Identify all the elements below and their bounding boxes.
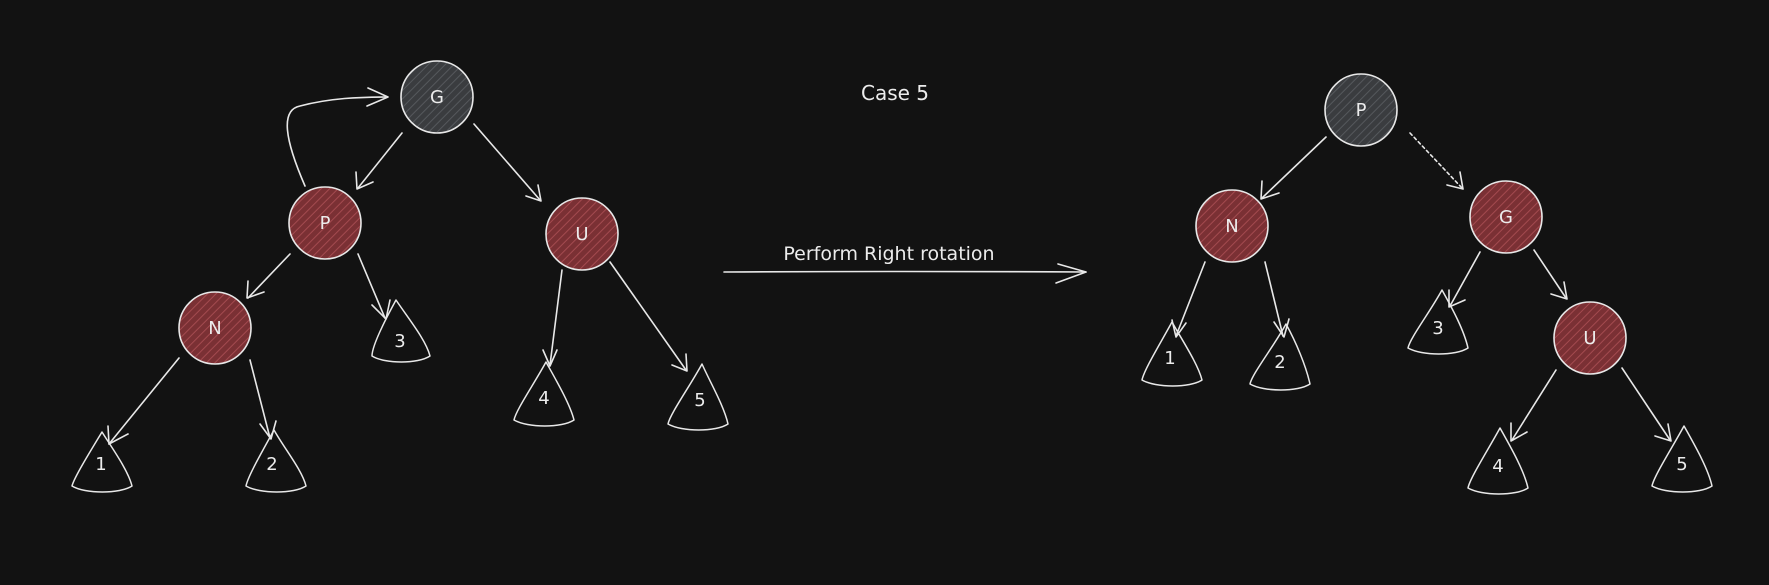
subtree-1-before: 1 <box>71 431 133 493</box>
subtree-5-after-label: 5 <box>1676 454 1687 475</box>
edge-n-t1 <box>108 357 180 445</box>
rotation-caption: Perform Right rotation <box>783 243 994 265</box>
node-u-after: U <box>1553 301 1627 375</box>
edge-n-t2-after <box>1264 261 1284 337</box>
edge-u-t4-after <box>1511 369 1557 441</box>
edge-p-n-arrowhead <box>246 280 265 299</box>
subtree-2-before: 2 <box>245 429 307 493</box>
edge-g-p-arrowhead <box>355 171 374 190</box>
node-g-before: G <box>400 60 474 134</box>
edge-p-n <box>247 253 291 299</box>
edge-g-u-arrowhead <box>525 184 542 202</box>
subtree-4-label: 4 <box>538 388 549 409</box>
subtree-1-label: 1 <box>95 454 106 475</box>
edge-g-u <box>473 123 541 201</box>
edge-p-g-after <box>1409 132 1463 189</box>
edge-p-n-after <box>1261 136 1327 199</box>
edge-p-t3 <box>357 253 386 319</box>
node-u-after-label: U <box>1583 328 1596 349</box>
edge-u-t5 <box>609 261 687 371</box>
edge-n-t2-arrowhead <box>259 420 277 440</box>
tree-before: G P U N 1 2 3 4 <box>71 60 729 493</box>
subtree-3-before: 3 <box>371 299 431 363</box>
rotation-arrow-shaft <box>723 270 1087 273</box>
edge-u-t5-after <box>1621 367 1671 441</box>
edge-u-t5-after-arrowhead <box>1654 423 1672 442</box>
node-g-after: G <box>1469 180 1543 254</box>
subtree-2-after: 2 <box>1249 323 1311 391</box>
edge-n-t1-after <box>1175 261 1206 337</box>
node-n-after: N <box>1195 189 1269 263</box>
rotation-hint-arrowhead <box>366 87 389 107</box>
node-u-before: U <box>545 197 619 271</box>
edge-u-t5-arrowhead <box>671 353 688 372</box>
node-p-label: P <box>320 213 331 234</box>
edge-p-n-after-arrowhead <box>1260 180 1280 200</box>
node-g-after-label: G <box>1499 207 1513 228</box>
node-p-after-label: P <box>1356 100 1367 121</box>
rotation-arrowhead <box>1055 263 1087 284</box>
subtree-3-after: 3 <box>1407 289 1469 355</box>
subtree-5-before: 5 <box>667 363 729 431</box>
diagram-title: Case 5 <box>861 81 929 105</box>
subtree-3-after-label: 3 <box>1432 318 1443 339</box>
subtree-5-after: 5 <box>1651 425 1713 493</box>
edge-u-t4 <box>549 269 563 366</box>
subtree-4-after: 4 <box>1467 427 1529 495</box>
node-p-before: P <box>288 186 362 260</box>
edge-g-t3-after-arrowhead <box>1448 289 1466 308</box>
subtree-1-after: 1 <box>1141 321 1203 387</box>
tree-after: P N G U 1 2 3 4 <box>1141 73 1713 495</box>
edge-u-t4-after-arrowhead <box>1510 422 1528 442</box>
rotation-hint-arrow <box>286 96 388 187</box>
edge-g-u-after-arrowhead <box>1550 281 1568 300</box>
subtree-2-label: 2 <box>266 454 277 475</box>
edge-p-g-after-arrowhead <box>1446 171 1464 190</box>
edge-g-p <box>357 132 403 189</box>
edge-n-t2 <box>249 359 271 439</box>
subtree-1-after-label: 1 <box>1164 348 1175 369</box>
subtree-4-before: 4 <box>513 361 575 427</box>
edge-u-t4-arrowhead <box>542 349 558 367</box>
node-u-label: U <box>575 224 588 245</box>
node-n-label: N <box>208 318 221 339</box>
edge-g-u-after <box>1533 249 1567 299</box>
node-p-after: P <box>1324 73 1398 147</box>
subtree-4-after-label: 4 <box>1492 456 1503 477</box>
subtree-2-after-label: 2 <box>1274 352 1285 373</box>
node-n-before: N <box>178 291 252 365</box>
node-g-label: G <box>430 87 444 108</box>
edge-g-t3-after <box>1449 251 1481 307</box>
subtree-3-label: 3 <box>394 331 405 352</box>
node-n-after-label: N <box>1225 216 1238 237</box>
subtree-5-label: 5 <box>694 390 705 411</box>
